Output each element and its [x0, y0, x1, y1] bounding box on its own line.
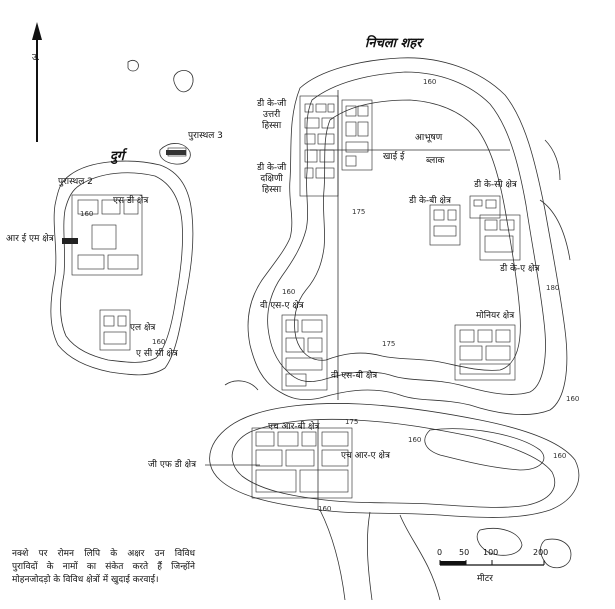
scale-tick-label: 50	[459, 548, 470, 557]
stupa3-mound	[159, 143, 191, 165]
excavation-hr	[251, 427, 353, 499]
contour-east	[539, 139, 571, 261]
southern-outline	[209, 403, 580, 518]
excavation-vs	[281, 314, 328, 391]
label-block: ब्लाक	[426, 156, 445, 166]
excavation-moneer	[454, 324, 516, 381]
contour-label: 160	[80, 210, 94, 218]
lower-town-inner-contour	[267, 71, 546, 395]
southern-inner-contour	[231, 418, 556, 508]
scale-tick-label: 200	[533, 548, 549, 557]
label-moneer: मोनियर क्षेत्र	[476, 311, 515, 321]
stupa3-block	[166, 150, 186, 155]
label-gfd: जी एफ डी क्षेत्र	[148, 460, 197, 470]
contour-label: 160	[282, 288, 296, 296]
label-stupa3: पुरास्थल 3	[188, 131, 223, 141]
label-l: एल क्षेत्र	[130, 323, 156, 333]
label-dk-c: डी के-सी क्षेत्र	[474, 180, 517, 190]
contour-label: 160	[152, 338, 166, 346]
contour-label: 160	[553, 452, 567, 460]
excavation-dk-c	[469, 195, 501, 219]
label-vs-b: वी एस-बी क्षेत्र	[331, 371, 378, 381]
excavation-dk-g	[299, 95, 373, 197]
north-label: उ.	[32, 53, 40, 63]
contour-label: 160	[566, 395, 580, 403]
label-dk-g-south: डी के-जीदक्षिणीहिस्सा	[257, 163, 287, 195]
contour-label: 175	[382, 340, 396, 348]
label-acc: ए सी सी क्षेत्र	[136, 349, 178, 359]
lower-town-title: निचला शहर	[365, 36, 422, 51]
southern-tail	[319, 509, 441, 601]
label-trench-e: खाई ई	[383, 152, 405, 162]
contour-lobe-east	[424, 428, 545, 471]
contour-label: 160	[408, 436, 422, 444]
contour-label: 180	[546, 284, 560, 292]
label-dk-g-north: डी के-जीउत्तरीहिस्सा	[257, 99, 287, 131]
label-stupa2: पुरास्थल 2	[58, 177, 93, 187]
contour-label: 175	[352, 208, 366, 216]
lower-town-contour-3	[294, 99, 521, 371]
label-dk-a: डी के-ए क्षेत्र	[500, 264, 540, 274]
rem-block	[62, 238, 78, 244]
scale-unit: मीटर	[477, 574, 493, 584]
scale-tick-label: 0	[437, 548, 443, 557]
small-mound-2	[127, 60, 139, 72]
contour-label: 160	[423, 78, 437, 86]
contour-south-islands	[476, 528, 572, 569]
label-dk-b: डी के-बी क्षेत्र	[409, 196, 451, 206]
small-mound-1	[173, 70, 194, 93]
label-rem: आर ई एम क्षेत्र	[6, 234, 54, 244]
label-ornaments: आभूषण	[415, 133, 443, 143]
citadel-outline	[50, 160, 194, 376]
excavation-dk-b	[429, 204, 461, 246]
label-vs: वी एस-ए क्षेत्र	[260, 301, 304, 311]
north-arrow	[32, 22, 42, 142]
citadel-title: दुर्ग	[110, 149, 125, 164]
contour-label: 175	[345, 418, 359, 426]
contour-label: 160	[318, 505, 332, 513]
label-hr-a: एच आर-ए क्षेत्र	[341, 451, 390, 461]
contour-west-lobe	[224, 380, 259, 391]
excavation-dk-a	[479, 214, 521, 261]
label-sd: एस डी क्षेत्र	[113, 196, 149, 206]
scale-tick-label: 100	[483, 548, 499, 557]
label-hr-b: एच आर-बी क्षेत्र	[268, 422, 320, 432]
lower-town-outline	[247, 57, 568, 415]
scale-bar	[439, 560, 545, 566]
excavation-citadel	[71, 194, 143, 351]
scale-bar-block	[440, 561, 466, 565]
map-note: नक्शे पर रोमन लिपि के अक्षर उन विविध पुर…	[12, 549, 195, 585]
